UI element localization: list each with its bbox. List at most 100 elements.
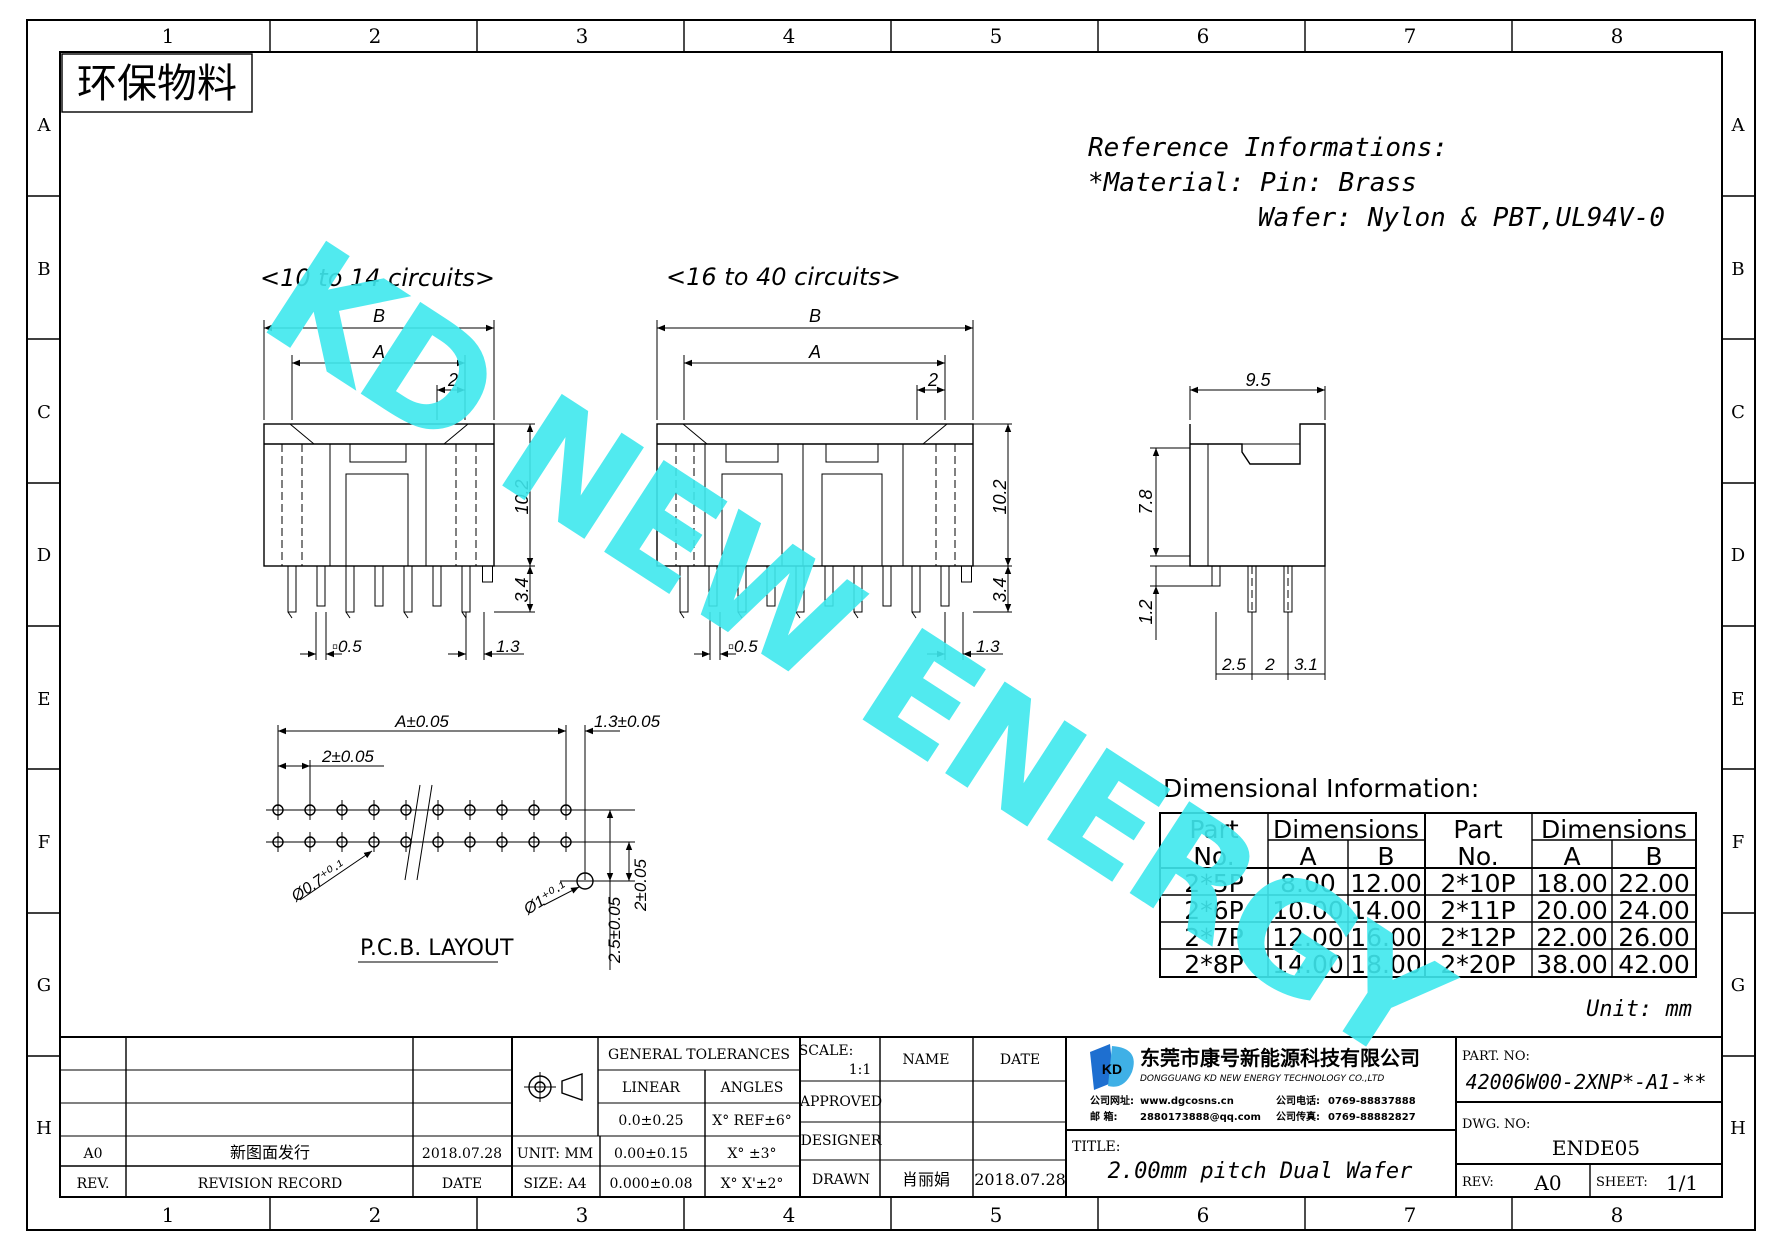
svg-text:Unit: mm: Unit: mm — [1586, 997, 1692, 1022]
svg-text:▫0.5: ▫0.5 — [332, 637, 362, 656]
pin-tip — [911, 611, 917, 619]
svg-text:UNIT: MM: UNIT: MM — [517, 1146, 593, 1162]
svg-text:A0: A0 — [82, 1146, 102, 1162]
svg-text:7.8: 7.8 — [1136, 489, 1156, 514]
svg-text:SIZE: A4: SIZE: A4 — [523, 1176, 586, 1192]
pin — [824, 565, 834, 607]
svg-text:PART. NO:: PART. NO: — [1462, 1049, 1530, 1064]
svg-text:P.C.B. LAYOUT: P.C.B. LAYOUT — [360, 936, 514, 961]
svg-text:A±0.05: A±0.05 — [394, 712, 449, 731]
pin-tip — [345, 611, 351, 619]
col-num: 6 — [1197, 24, 1210, 48]
svg-text:2: 2 — [447, 370, 458, 390]
svg-text:ENDE05: ENDE05 — [1552, 1136, 1640, 1160]
svg-text:肖丽娟: 肖丽娟 — [902, 1170, 950, 1189]
table-cell: 2*12P — [1440, 923, 1515, 952]
svg-text:LINEAR: LINEAR — [622, 1080, 680, 1096]
col-num: 2 — [369, 1203, 382, 1227]
eco-material-label: 环保物料 — [61, 53, 253, 113]
svg-text:2.5: 2.5 — [1221, 655, 1246, 674]
pin-tip — [461, 611, 467, 619]
svg-text:REV:: REV: — [1462, 1175, 1494, 1190]
svg-text:REV.: REV. — [77, 1176, 110, 1192]
svg-text:Dimensional Information:: Dimensional Information: — [1163, 774, 1479, 803]
table-cell: 2*6P — [1184, 896, 1243, 925]
title-block: A0 新图面发行 2018.07.28 REV. REVISION RECORD… — [60, 1036, 1722, 1197]
svg-text:9.5: 9.5 — [1245, 370, 1271, 390]
col-num: 1 — [162, 1203, 175, 1227]
svg-text:KD NEW ENERGY: KD NEW ENERGY — [235, 209, 1477, 1100]
col-num: 7 — [1404, 24, 1417, 48]
pin-tip — [795, 611, 801, 619]
pin-tip — [737, 611, 743, 619]
table-cell: 20.00 — [1536, 896, 1608, 925]
svg-text:B: B — [1377, 842, 1394, 871]
svg-text:Ø1⁺⁰·¹: Ø1⁺⁰·¹ — [520, 879, 570, 919]
watermark: KD NEW ENERGY — [235, 209, 1477, 1100]
svg-text:0.000±0.08: 0.000±0.08 — [610, 1176, 693, 1192]
svg-text:1:1: 1:1 — [849, 1062, 872, 1078]
pin — [345, 565, 355, 613]
svg-text:Reference Informations:: Reference Informations: — [1088, 133, 1448, 163]
table-cell: 22.00 — [1536, 923, 1608, 952]
front-view-10-14: <10 to 14 circuits> B A 2 10.2 — [260, 264, 535, 660]
pin — [316, 565, 326, 607]
svg-text:F: F — [38, 832, 51, 853]
svg-text:<10 to 14 circuits>: <10 to 14 circuits> — [260, 264, 495, 292]
svg-text:1.2: 1.2 — [1136, 599, 1156, 624]
svg-text:Wafer: Nylon & PBT,UL94V-0: Wafer: Nylon & PBT,UL94V-0 — [1258, 203, 1665, 233]
pin-tip — [679, 611, 685, 619]
svg-text:2: 2 — [927, 370, 938, 390]
company-info: 东莞市康号新能源科技有限公司 DONGGUANG KD NEW ENERGY T… — [1090, 1046, 1420, 1123]
svg-text:3.4: 3.4 — [990, 577, 1010, 602]
svg-text:NAME: NAME — [903, 1052, 950, 1068]
svg-text:B: B — [1731, 259, 1744, 280]
side-view: 9.5 7.8 1.2 2.5 2 3.1 — [1136, 370, 1326, 680]
svg-text:DATE: DATE — [442, 1176, 482, 1192]
svg-text:2: 2 — [1264, 655, 1275, 674]
col-num: 3 — [576, 24, 589, 48]
col-num: 7 — [1404, 1203, 1417, 1227]
col-num: 3 — [576, 1203, 589, 1227]
svg-text:▫0.5: ▫0.5 — [728, 637, 758, 656]
table-cell: 10.00 — [1272, 896, 1344, 925]
table-cell: 2*7P — [1184, 923, 1243, 952]
pin — [853, 565, 863, 613]
pin — [911, 565, 921, 613]
svg-text:新图面发行: 新图面发行 — [230, 1143, 310, 1162]
pin — [882, 565, 892, 607]
svg-text:TITLE:: TITLE: — [1072, 1139, 1120, 1155]
svg-text:2±0.05: 2±0.05 — [631, 859, 650, 912]
reference-info: Reference Informations: *Material: Pin: … — [1088, 133, 1665, 233]
svg-text:C: C — [1731, 402, 1745, 423]
pin — [766, 565, 776, 607]
pin-tip — [853, 611, 859, 619]
svg-text:X° ±3°: X° ±3° — [727, 1146, 776, 1162]
svg-text:B: B — [809, 306, 821, 326]
svg-text:No.: No. — [1193, 842, 1235, 871]
svg-text:邮 箱:: 邮 箱: — [1090, 1110, 1117, 1123]
svg-text:1.3±0.05: 1.3±0.05 — [594, 712, 661, 731]
pin — [403, 565, 413, 613]
svg-text:E: E — [37, 689, 50, 710]
svg-text:Part: Part — [1453, 815, 1503, 844]
svg-text:DRAWN: DRAWN — [812, 1172, 870, 1188]
svg-text:DATE: DATE — [1000, 1052, 1040, 1068]
svg-text:42006W00-2XNP*-A1-**: 42006W00-2XNP*-A1-** — [1466, 1070, 1707, 1094]
svg-text:X° X'±2°: X° X'±2° — [721, 1176, 784, 1192]
svg-text:*Material: Pin: Brass: *Material: Pin: Brass — [1088, 168, 1417, 198]
svg-text:Part: Part — [1189, 815, 1239, 844]
svg-text:0769-88882827: 0769-88882827 — [1328, 1112, 1416, 1123]
svg-text:D: D — [1731, 545, 1745, 566]
table-cell: 18.00 — [1350, 950, 1422, 979]
svg-text:0.00±0.15: 0.00±0.15 — [614, 1146, 688, 1162]
svg-text:G: G — [37, 975, 51, 996]
svg-text:0.0±0.25: 0.0±0.25 — [618, 1113, 683, 1129]
svg-text:B: B — [373, 306, 385, 326]
col-num: 8 — [1611, 1203, 1624, 1227]
svg-text:Dimensions: Dimensions — [1273, 815, 1419, 844]
svg-text:2±0.05: 2±0.05 — [321, 747, 374, 766]
col-num: 4 — [783, 1203, 796, 1227]
pin — [737, 565, 747, 613]
pin — [679, 565, 689, 613]
